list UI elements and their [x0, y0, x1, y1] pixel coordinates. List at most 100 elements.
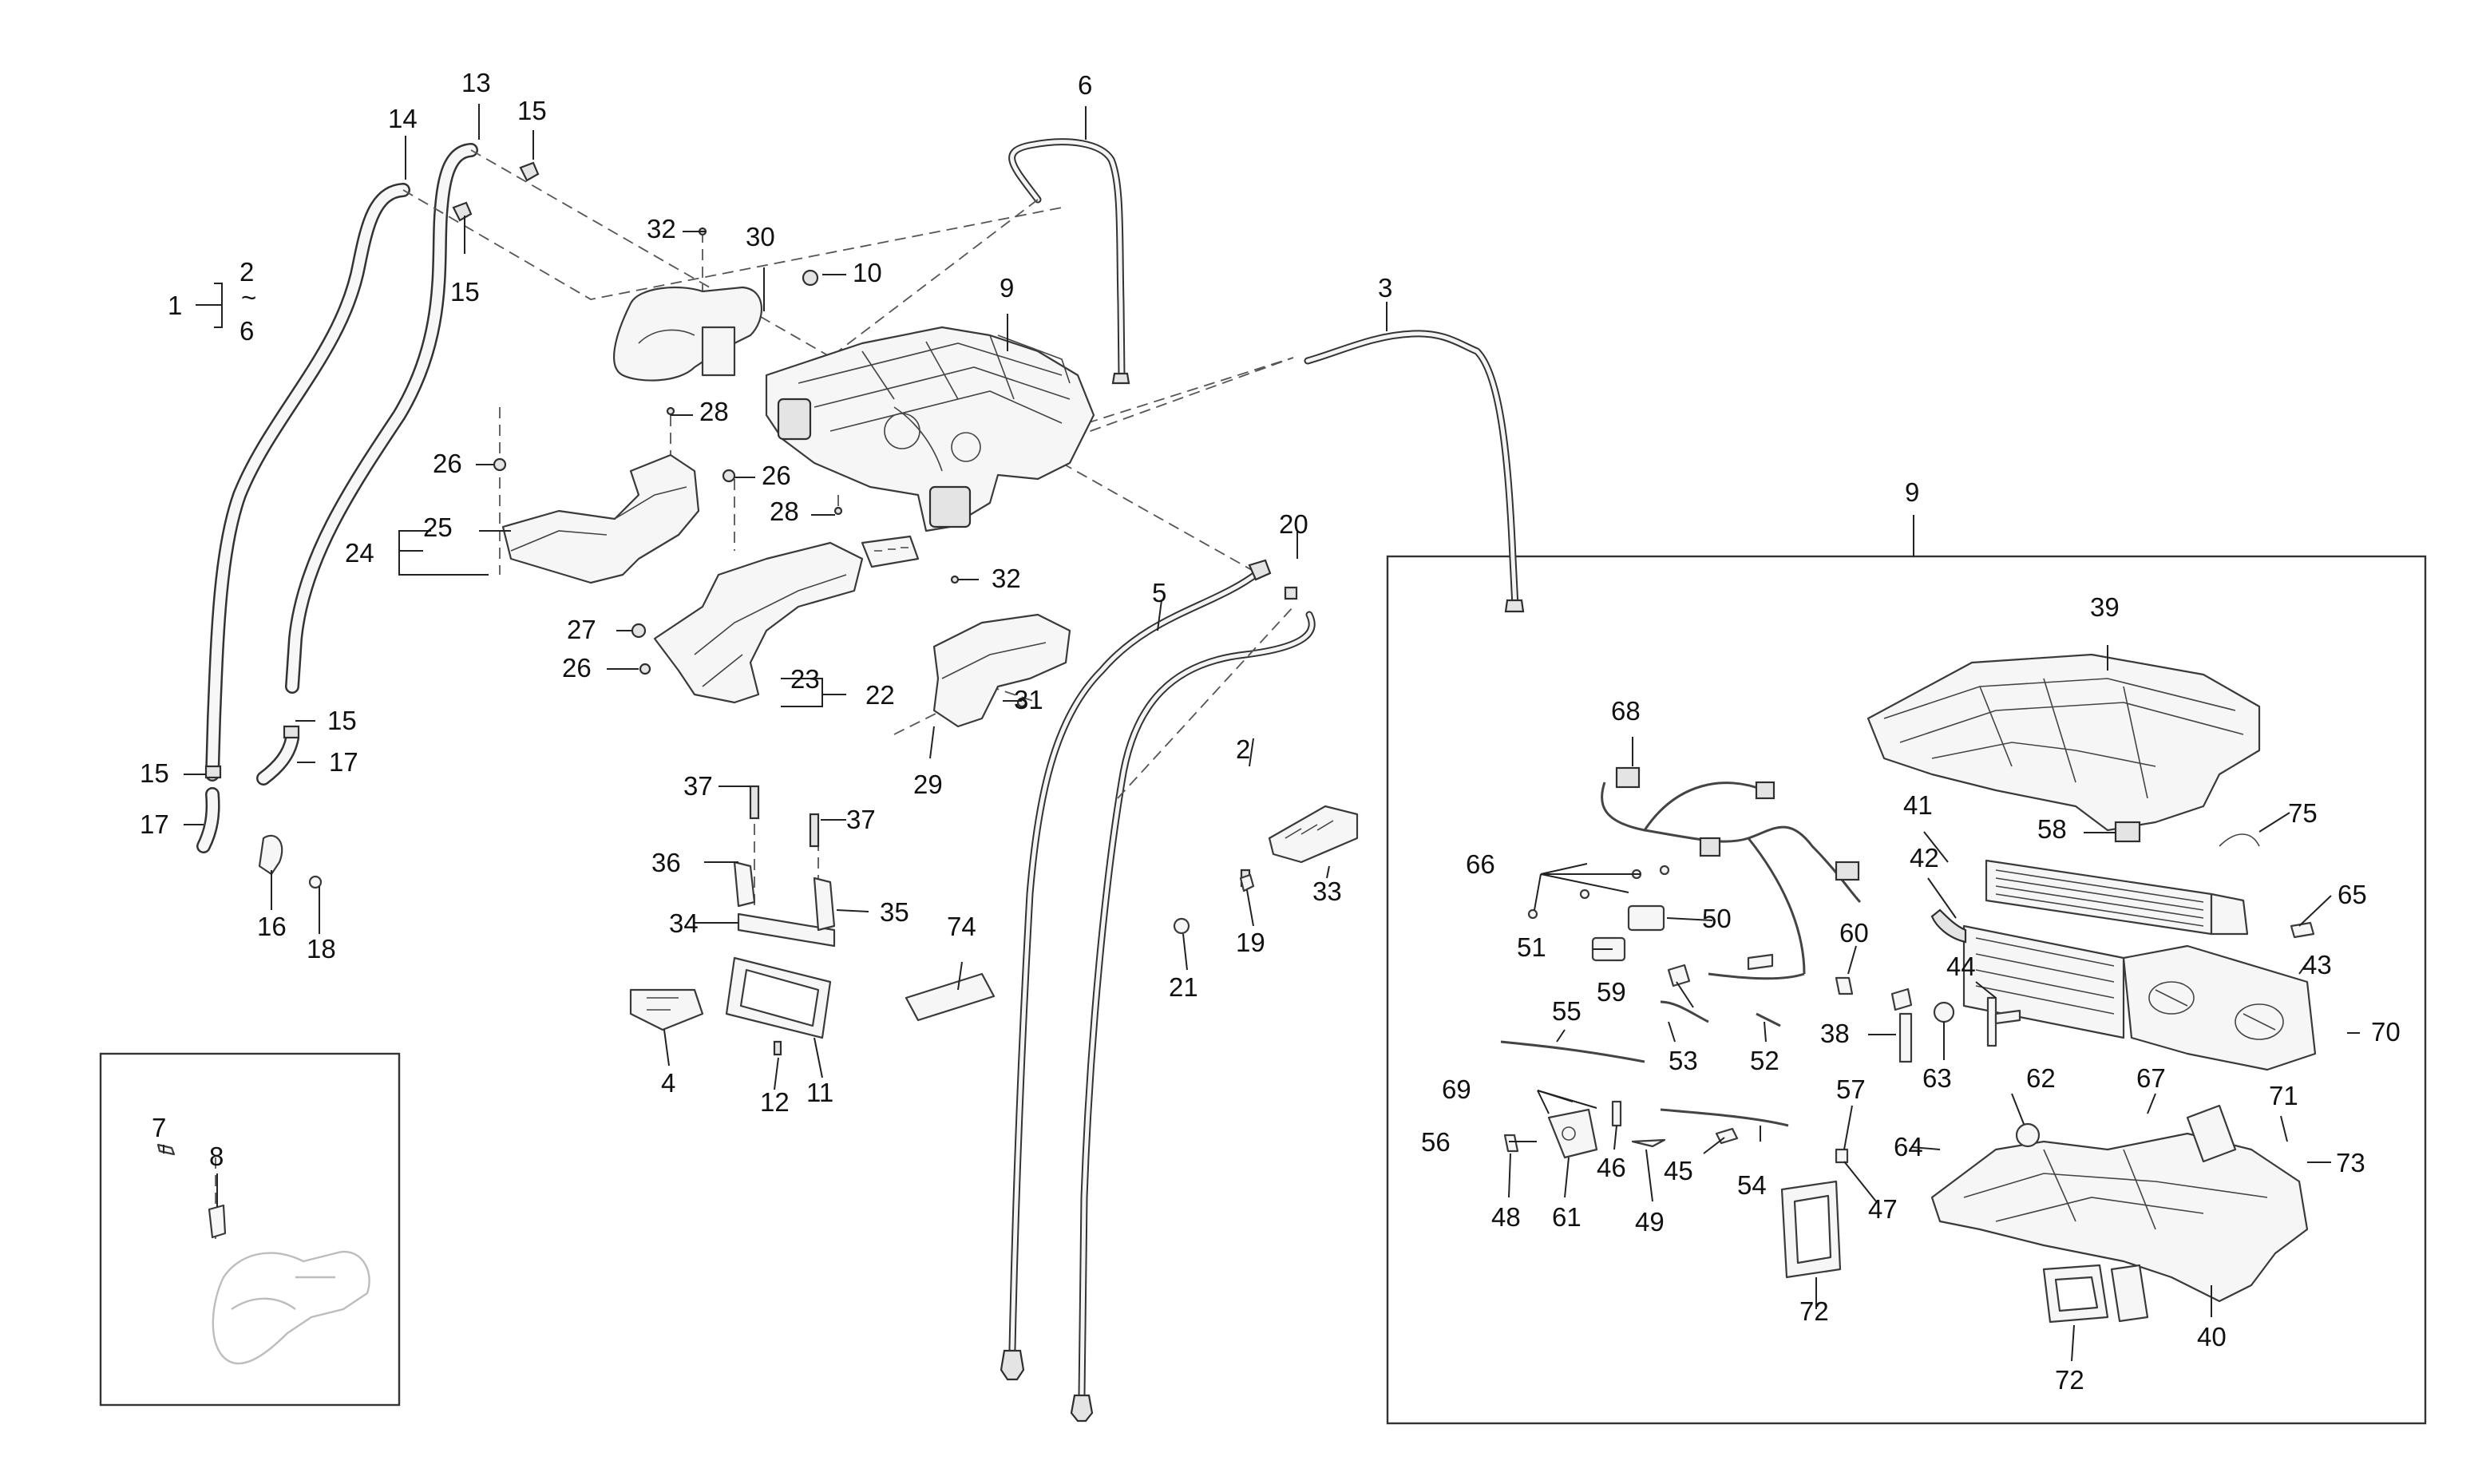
callout-65: 65: [2338, 880, 2367, 909]
callout-labels: 1 2 ~ 6 13 14 15 15 6 32 30 10 9 3 28 26…: [140, 68, 2401, 1395]
callout-28-b: 28: [770, 497, 799, 526]
callout-63: 63: [1922, 1063, 1952, 1093]
callout-61: 61: [1552, 1202, 1581, 1232]
callout-26-a: 26: [433, 449, 462, 478]
callout-38: 38: [1820, 1019, 1850, 1048]
callout-60: 60: [1839, 918, 1869, 948]
callout-42: 42: [1910, 843, 1939, 873]
upper-case-39: [1867, 653, 2261, 832]
callout-66: 66: [1466, 849, 1495, 879]
callout-17-right-hose: 17: [329, 747, 358, 777]
callout-5: 5: [1152, 578, 1166, 607]
clamp-16: [258, 834, 323, 889]
callout-47: 47: [1868, 1194, 1898, 1224]
callout-36: 36: [651, 848, 681, 877]
inset-bolt-7: [156, 1143, 176, 1156]
seal-72-left: [1780, 1180, 1842, 1279]
callout-31: 31: [1014, 685, 1043, 714]
callout-2: 2: [1236, 734, 1250, 764]
callout-15-top: 15: [517, 96, 547, 125]
callout-15-right-hose: 15: [327, 706, 357, 735]
callout-74: 74: [947, 912, 976, 941]
callout-52: 52: [1750, 1046, 1779, 1075]
callout-45: 45: [1664, 1156, 1693, 1185]
seal-72-right: [2042, 1264, 2149, 1324]
callout-6-range-end: 6: [239, 316, 254, 346]
callout-37-left: 37: [683, 771, 713, 801]
callout-24: 24: [345, 538, 374, 568]
wire-harness-68: [1601, 766, 1862, 980]
callout-55: 55: [1552, 996, 1581, 1026]
inset-duct-ghost: [212, 1250, 370, 1365]
callout-1: 1: [168, 291, 182, 320]
pad-74: [905, 972, 996, 1022]
callout-37-right: 37: [846, 805, 876, 834]
callout-6: 6: [1078, 70, 1092, 100]
callout-48: 48: [1491, 1202, 1521, 1232]
callout-26-c: 26: [562, 653, 592, 683]
actuator-61: [1547, 1108, 1598, 1159]
line-end-fittings: [1000, 372, 1525, 1423]
callout-50: 50: [1702, 904, 1732, 933]
callout-34: 34: [669, 908, 699, 938]
callout-9-box: 9: [1905, 477, 1919, 507]
callout-25: 25: [423, 512, 453, 542]
callout-8: 8: [209, 1142, 224, 1171]
cover-33: [1268, 805, 1359, 864]
duct-29: [932, 613, 1071, 728]
callout-69: 69: [1442, 1074, 1471, 1104]
callout-68: 68: [1611, 696, 1641, 726]
callout-70: 70: [2371, 1017, 2401, 1047]
callout-59: 59: [1597, 977, 1626, 1007]
callout-75: 75: [2288, 798, 2318, 828]
callout-22: 22: [865, 680, 895, 710]
callout-53: 53: [1669, 1046, 1698, 1075]
callout-9-top: 9: [1000, 273, 1014, 303]
callout-62: 62: [2026, 1063, 2056, 1093]
callout-18: 18: [307, 934, 336, 964]
callout-51: 51: [1517, 932, 1546, 962]
callout-40: 40: [2197, 1322, 2227, 1351]
callout-19: 19: [1236, 928, 1265, 957]
duct-22: [653, 541, 864, 704]
part-19-21: [1173, 873, 1255, 935]
callout-35: 35: [880, 897, 909, 927]
callout-67: 67: [2136, 1063, 2166, 1093]
callout-16: 16: [257, 912, 287, 941]
screws-clamps: [204, 161, 1298, 932]
hose-17-left: [196, 787, 220, 853]
callout-58: 58: [2037, 814, 2067, 844]
part-11-gasket: [725, 956, 832, 1056]
heater-core-41: [1985, 859, 2249, 936]
callout-12: 12: [760, 1087, 790, 1117]
callout-26-b: 26: [762, 461, 791, 490]
callout-13: 13: [461, 68, 491, 97]
inset-bracket-8: [208, 1204, 227, 1239]
line-2: [1078, 611, 1316, 1399]
callout-14: 14: [388, 104, 418, 133]
leader-lines: [163, 104, 2360, 1362]
callout-54: 54: [1737, 1170, 1767, 1200]
callout-27: 27: [567, 615, 596, 644]
callout-39: 39: [2090, 592, 2120, 622]
callout-32-b: 32: [992, 564, 1021, 593]
callout-72-right: 72: [2055, 1365, 2084, 1395]
callout-64: 64: [1894, 1132, 1923, 1161]
callout-4: 4: [661, 1068, 675, 1098]
callout-29: 29: [913, 770, 943, 799]
callout-2-range-start: 2: [239, 257, 254, 287]
callout-56: 56: [1421, 1127, 1451, 1157]
control-cables: [1500, 1000, 1789, 1127]
callout-57: 57: [1836, 1074, 1866, 1104]
connectors-66: [1527, 865, 1670, 920]
small-components: [1591, 821, 2315, 1148]
callout-28-a: 28: [699, 397, 729, 426]
callout-41: 41: [1903, 790, 1933, 820]
line-3: [1304, 330, 1519, 611]
duct-30: [613, 286, 762, 382]
duct-24: [501, 453, 700, 584]
coolant-hose-13: [285, 143, 478, 694]
lower-case-40: [1930, 1104, 2309, 1303]
callout-11: 11: [806, 1078, 833, 1107]
